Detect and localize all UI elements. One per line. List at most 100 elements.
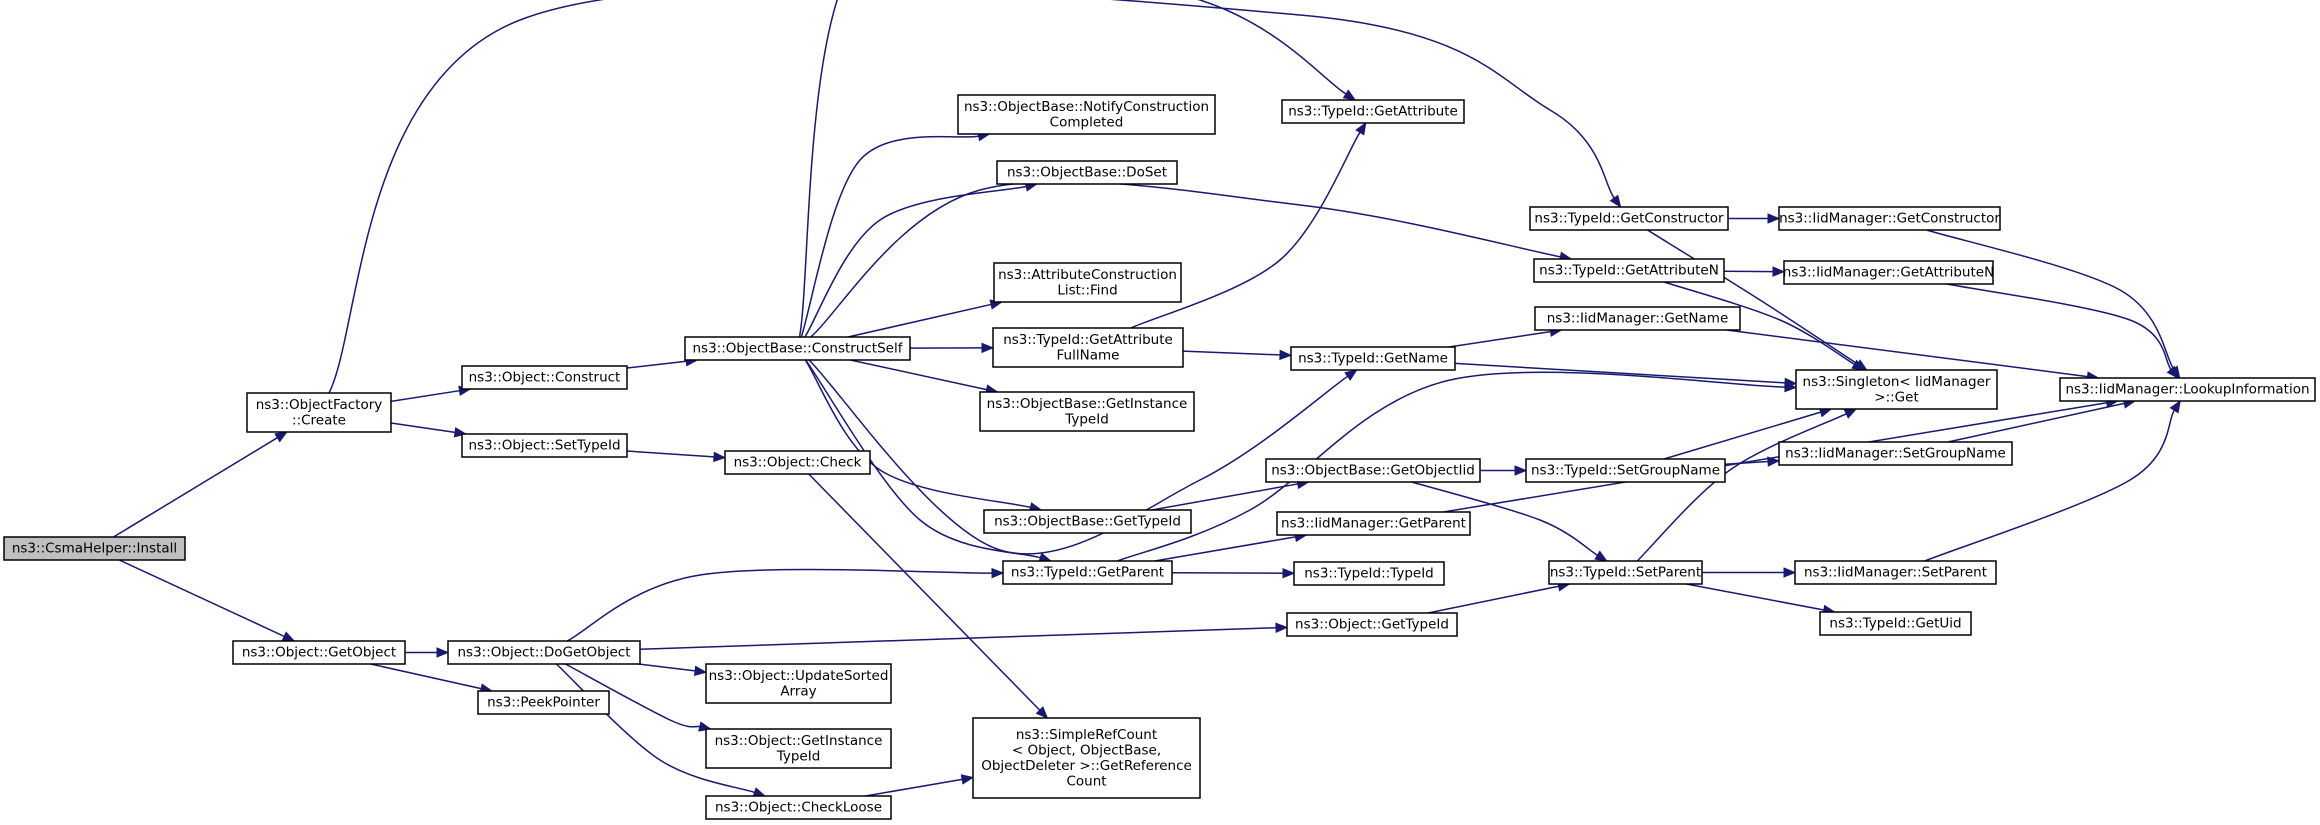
node-tid_getname[interactable]: ns3::TypeId::GetName xyxy=(1290,346,1456,371)
node-label: ns3::Object::Check xyxy=(734,455,862,471)
edge-install-to-obj_getobject xyxy=(119,559,296,642)
node-box xyxy=(1795,369,1998,410)
node-obj_settypeid[interactable]: ns3::Object::SetTypeId xyxy=(461,433,628,458)
node-label: >::Get xyxy=(1874,389,1918,405)
arrowhead-icon xyxy=(981,342,995,354)
node-ob_constructself[interactable]: ns3::ObjectBase::ConstructSelf xyxy=(684,336,911,361)
node-label: ns3::CsmaHelper::Install xyxy=(12,541,177,557)
edge-ob_constructself-to-ob_getinstancetypeid xyxy=(850,359,999,395)
edge-line xyxy=(805,359,1041,559)
edge-ob_constructself-to-ob_doset xyxy=(804,181,1039,338)
node-label: ns3::Object::GetObject xyxy=(242,645,396,661)
node-box xyxy=(957,94,1216,135)
edge-line xyxy=(810,180,1561,338)
node-label: ns3::Object::CheckLoose xyxy=(715,800,882,816)
node-label: ns3::IidManager::SetParent xyxy=(1804,565,1987,581)
edge-tid_getname-to-singleton_get xyxy=(1454,362,1798,389)
node-singleton_get[interactable]: ns3::Singleton< IidManager >::Get xyxy=(1795,369,1998,410)
edge-ob_constructself-to-tid_getname xyxy=(808,359,1358,555)
edge-line xyxy=(626,450,715,458)
arrowhead-icon xyxy=(1344,369,1358,381)
node-label: ns3::IidManager::GetParent xyxy=(1281,516,1466,532)
edge-line xyxy=(847,303,992,338)
node-iid_setparent[interactable]: ns3::IidManager::SetParent xyxy=(1794,560,1997,585)
node-box xyxy=(1548,560,1703,585)
node-tid_getconstructor[interactable]: ns3::TypeId::GetConstructor xyxy=(1529,206,1729,231)
node-obj_dogetobject[interactable]: ns3::Object::DoGetObject xyxy=(447,640,641,665)
edge-line xyxy=(1926,229,2175,370)
arrowhead-icon xyxy=(1609,194,1622,209)
node-install[interactable]: ns3::CsmaHelper::Install xyxy=(3,536,186,561)
edge-obj_check-to-src_getrefcount xyxy=(808,473,1049,719)
node-box xyxy=(979,391,1195,432)
node-iid_setgroupname[interactable]: ns3::IidManager::SetGroupName xyxy=(1778,441,2013,466)
node-tid_getattribute[interactable]: ns3::TypeId::GetAttribute xyxy=(1281,99,1465,124)
node-tid_getuid[interactable]: ns3::TypeId::GetUid xyxy=(1819,611,1972,636)
arrowhead-icon xyxy=(2166,365,2179,380)
node-label: ns3::Object::Construct xyxy=(469,370,621,386)
edge-line xyxy=(1151,483,1298,511)
node-box xyxy=(1290,346,1456,371)
node-label: ns3::Object::GetTypeId xyxy=(1295,617,1449,633)
node-ob_getobjectiid[interactable]: ns3::ObjectBase::GetObjectIid xyxy=(1265,458,1481,483)
node-box xyxy=(246,392,392,433)
node-tid_typeid[interactable]: ns3::TypeId::TypeId xyxy=(1293,561,1445,586)
node-label: TypeId xyxy=(1064,411,1109,427)
edge-line xyxy=(1686,583,1824,611)
node-tid_getattributen[interactable]: ns3::TypeId::GetAttributeN xyxy=(1533,258,1725,283)
edge-tid_getattrfullname-to-tid_getattribute xyxy=(1130,121,1367,329)
node-obj_gettypeid[interactable]: ns3::Object::GetTypeId xyxy=(1286,612,1458,637)
edge-obj_dogetobject-to-obj_gettypeid xyxy=(639,622,1289,651)
node-obj_check[interactable]: ns3::Object::Check xyxy=(724,450,871,475)
node-label: ns3::TypeId::GetAttribute xyxy=(1288,104,1458,120)
node-iid_getparent[interactable]: ns3::IidManager::GetParent xyxy=(1276,511,1471,536)
node-box xyxy=(1525,458,1726,483)
node-label: ns3::Object::SetTypeId xyxy=(468,438,620,454)
node-obj_checkloose[interactable]: ns3::Object::CheckLoose xyxy=(705,795,892,820)
edge-install-to-of_create xyxy=(113,431,288,538)
node-iid_lookup[interactable]: ns3::IidManager::LookupInformation xyxy=(2059,377,2316,402)
node-src_getrefcount[interactable]: ns3::SimpleRefCount< Object, ObjectBase,… xyxy=(972,717,1201,799)
node-label: ns3::Object::GetInstance xyxy=(715,733,883,749)
node-box xyxy=(1265,458,1481,483)
node-iid_getconstructor[interactable]: ns3::IidManager::GetConstructor xyxy=(1778,206,2001,231)
edge-line xyxy=(639,626,1277,651)
edge-tid_getconstructor-to-iid_getconstructor xyxy=(1728,213,1781,224)
edge-line xyxy=(1443,402,2107,513)
node-box xyxy=(992,327,1184,368)
node-label: ns3::AttributeConstruction xyxy=(998,267,1177,283)
edge-line xyxy=(1454,362,1786,384)
node-ob_gettypeid[interactable]: ns3::ObjectBase::GetTypeId xyxy=(983,509,1192,534)
edge-line xyxy=(804,359,1031,509)
edge-line xyxy=(808,359,1349,555)
node-tid_setparent[interactable]: ns3::TypeId::SetParent xyxy=(1548,560,1703,585)
edge-tid_getparent-to-tid_typeid xyxy=(1171,567,1296,579)
node-ob_notify[interactable]: ns3::ObjectBase::NotifyConstructionCompl… xyxy=(957,94,1216,135)
node-of_create[interactable]: ns3::ObjectFactory::Create xyxy=(246,392,392,433)
node-box xyxy=(1533,258,1725,283)
edge-obj_checkloose-to-src_getrefcount xyxy=(865,774,975,797)
node-obj_getobject[interactable]: ns3::Object::GetObject xyxy=(232,640,406,665)
node-obj_construct[interactable]: ns3::Object::Construct xyxy=(461,365,628,390)
node-ob_doset[interactable]: ns3::ObjectBase::DoSet xyxy=(996,160,1178,185)
arrowhead-icon xyxy=(1851,359,1865,371)
arrowhead-icon xyxy=(991,567,1005,579)
edge-line xyxy=(1947,402,2125,443)
node-label: ns3::Object::DoGetObject xyxy=(457,645,630,661)
node-iid_getattributen[interactable]: ns3::IidManager::GetAttributeN xyxy=(1783,260,1994,285)
node-box xyxy=(724,450,871,475)
edge-line xyxy=(390,422,456,434)
node-label: ns3::ObjectBase::DoSet xyxy=(1007,165,1167,181)
node-iid_getname[interactable]: ns3::IidManager::GetName xyxy=(1534,306,1741,331)
node-peekpointer[interactable]: ns3::PeekPointer xyxy=(477,690,610,715)
edge-of_create-to-tid_getconstructor xyxy=(328,0,1622,394)
node-tid_getparent[interactable]: ns3::TypeId::GetParent xyxy=(1002,560,1173,585)
node-tid_setgroupname[interactable]: ns3::TypeId::SetGroupName xyxy=(1525,458,1726,483)
edge-of_create-to-obj_settypeid xyxy=(390,422,468,438)
edge-line xyxy=(1154,536,1296,562)
